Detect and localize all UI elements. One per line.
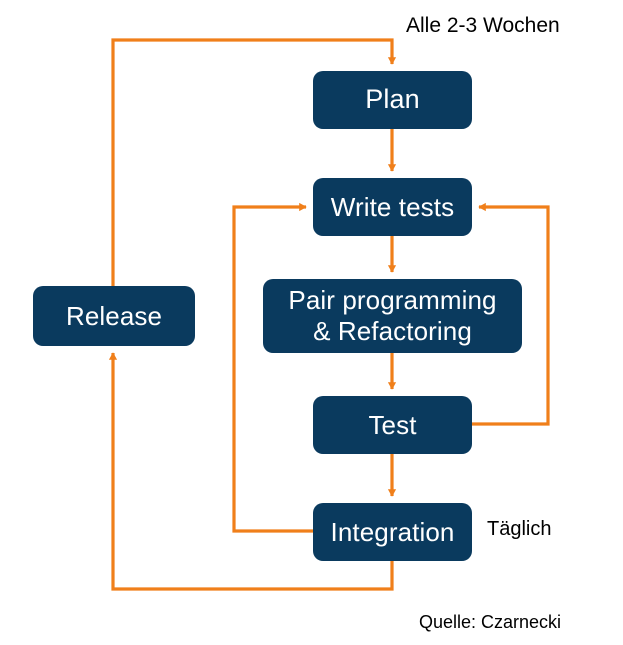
edge-integration-to-write-tests <box>232 202 313 533</box>
node-pair-programming-refactoring[interactable]: Pair programming & Refactoring <box>263 279 522 353</box>
node-release-label: Release <box>65 300 163 331</box>
annotation-source-credit: Quelle: Czarnecki <box>419 612 562 632</box>
node-release[interactable]: Release <box>33 286 195 346</box>
annotation-cadence-weeks: Alle 2-3 Wochen <box>406 14 560 37</box>
node-test-label: Test <box>368 409 417 440</box>
node-integration-label: Integration <box>330 516 455 547</box>
node-plan[interactable]: Plan <box>313 71 472 129</box>
node-test[interactable]: Test <box>313 396 472 454</box>
annotation-cadence-daily: Täglich <box>487 518 552 540</box>
node-integration[interactable]: Integration <box>313 503 472 561</box>
node-write-tests[interactable]: Write tests <box>313 178 472 236</box>
node-plan-label: Plan <box>365 84 420 115</box>
node-pair-programming-refactoring-label: Pair programming & Refactoring <box>288 285 497 346</box>
node-write-tests-label: Write tests <box>330 191 455 222</box>
